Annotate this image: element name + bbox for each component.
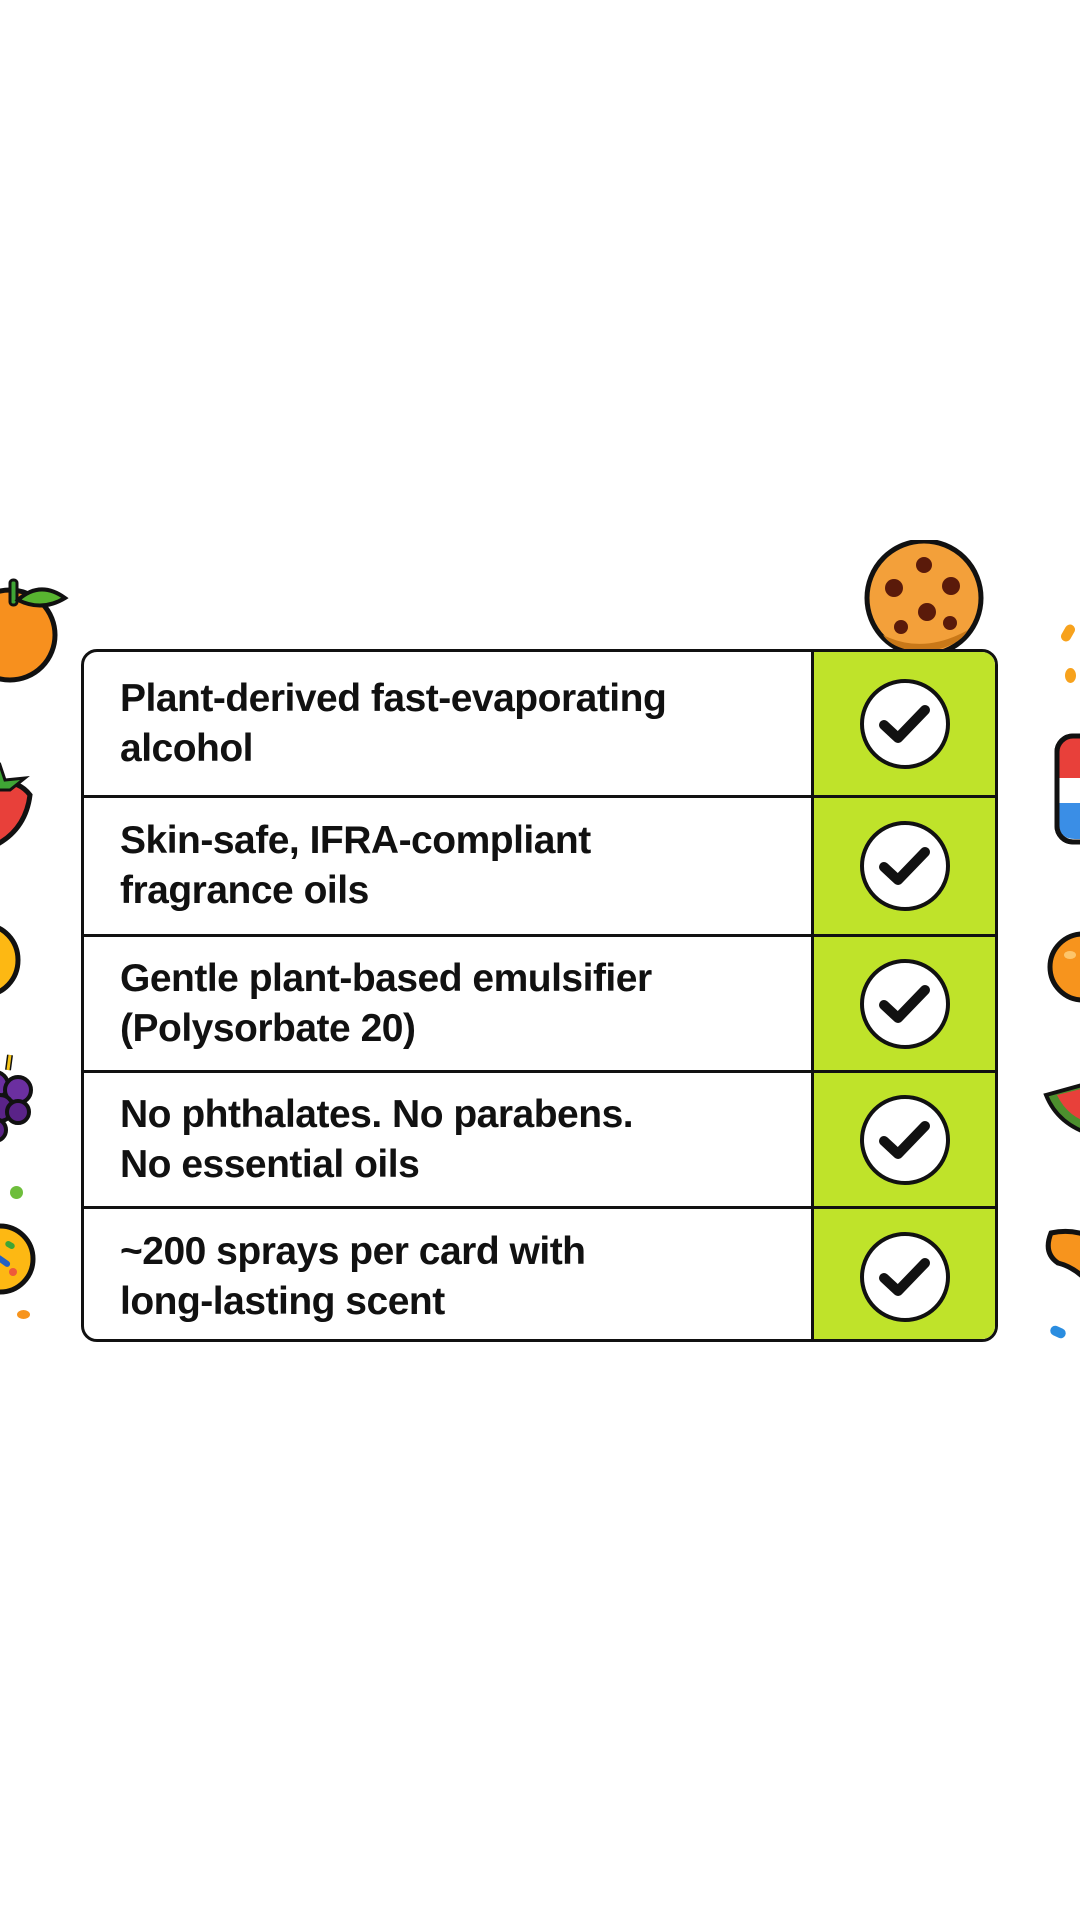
table-row: Gentle plant-based emulsifier(Polysorbat…: [84, 937, 995, 1070]
sprinkle-cookie-icon: [0, 1223, 36, 1295]
lemon-icon: [0, 926, 21, 994]
confetti-dash: [1059, 622, 1077, 644]
row-text: Gentle plant-based emulsifier(Polysorbat…: [120, 956, 652, 1050]
check-circle-icon: [859, 1094, 950, 1185]
orange-icon: [0, 578, 69, 683]
check-cell: [811, 1073, 995, 1206]
check-cell: [811, 937, 995, 1070]
confetti-dot: [1065, 668, 1076, 683]
check-circle-icon: [859, 958, 950, 1049]
mango-icon: [1045, 1228, 1080, 1278]
row-divider: [84, 934, 995, 937]
watermelon-icon: [1043, 1083, 1080, 1133]
grapes-icon: [0, 1054, 33, 1142]
row-divider: [84, 1070, 995, 1073]
table-row: No phthalates. No parabens.No essential …: [84, 1073, 995, 1206]
cookie-icon: [864, 540, 984, 652]
confetti-dot: [17, 1310, 30, 1319]
check-circle-icon: [859, 821, 950, 911]
row-divider: [84, 795, 995, 798]
row-divider: [84, 1206, 995, 1209]
check-circle-icon: [859, 678, 950, 769]
check-cell: [811, 1209, 995, 1339]
row-text: No phthalates. No parabens.No essential …: [120, 1092, 634, 1186]
orange-icon: [1047, 931, 1080, 1003]
confetti-dot: [10, 1186, 23, 1199]
confetti-dash: [1048, 1324, 1068, 1340]
check-cell: [811, 652, 995, 795]
popsicle-icon: [1054, 733, 1080, 845]
check-cell: [811, 798, 995, 934]
check-circle-icon: [859, 1232, 950, 1322]
strawberry-icon: [0, 762, 33, 846]
